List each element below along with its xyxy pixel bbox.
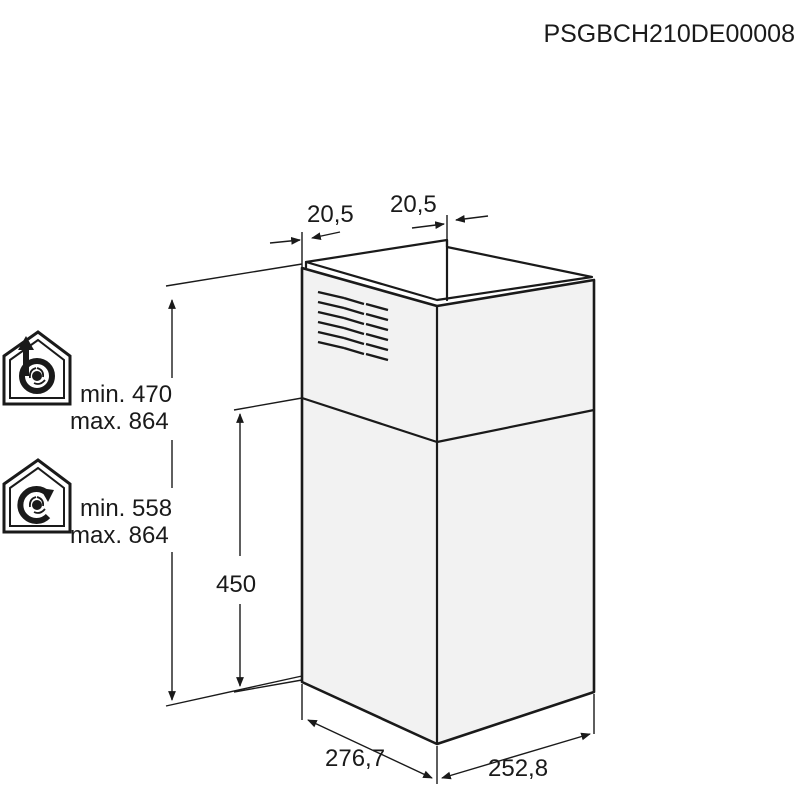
lower-height-dimension: 450 <box>216 397 303 693</box>
lower-height-label: 450 <box>216 571 256 598</box>
top-left-thickness-label: 20,5 <box>307 201 354 228</box>
recirculation-min-height: min. 558 <box>80 495 172 522</box>
total-height-dimension <box>165 263 303 707</box>
extraction-mode-icon <box>2 330 72 406</box>
chimney-body <box>300 238 596 746</box>
width-dimension: 252,8 <box>441 694 595 782</box>
top-right-thickness-label: 20,5 <box>390 191 437 218</box>
extraction-max-height: max. 864 <box>70 408 169 435</box>
top-right-thickness-dimension: 20,5 <box>390 191 489 240</box>
extraction-min-height: min. 470 <box>80 381 172 408</box>
recirculation-mode-icon <box>2 458 72 534</box>
depth-dimension: 276,7 <box>301 684 438 784</box>
document-code: PSGBCH210DE00008 <box>543 20 795 48</box>
depth-label: 276,7 <box>325 745 385 772</box>
recirculation-max-height: max. 864 <box>70 522 169 549</box>
vent-slots <box>317 290 389 362</box>
top-left-thickness-dimension: 20,5 <box>269 201 354 268</box>
width-label: 252,8 <box>488 755 548 782</box>
